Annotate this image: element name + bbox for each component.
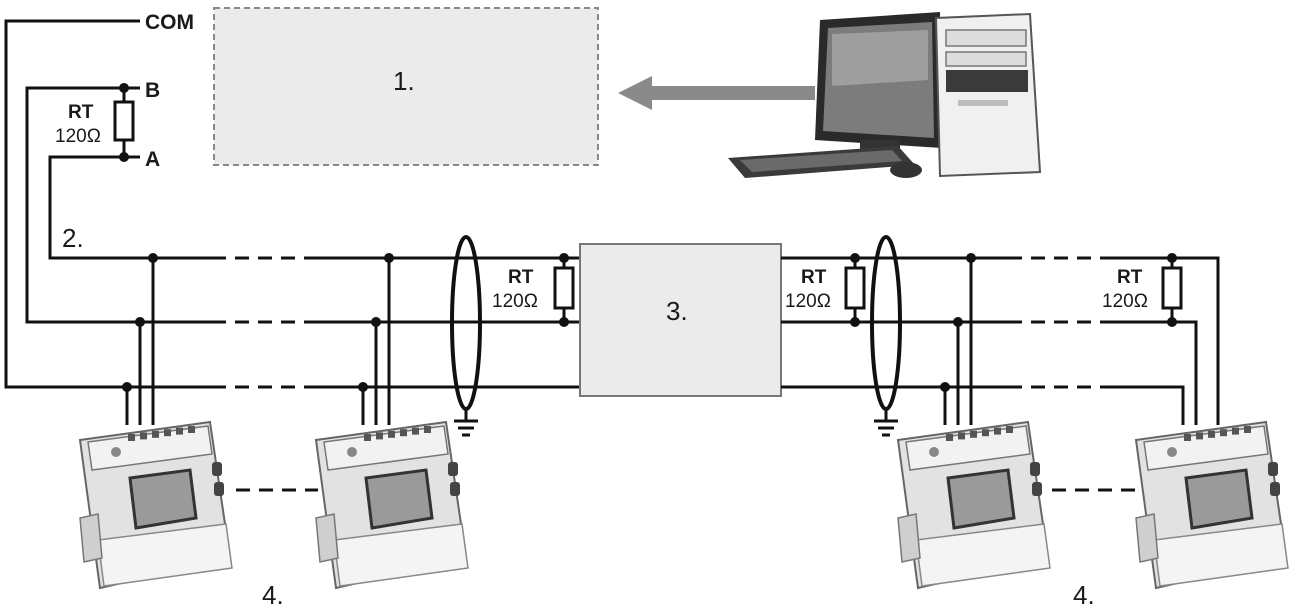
rt-value-1: 120Ω (55, 126, 101, 147)
arrow-to-interface (618, 76, 815, 110)
rt-value-2: 120Ω (492, 291, 538, 312)
rt-label-1: RT (68, 102, 94, 123)
ground-icon (870, 235, 902, 437)
resistor-icon (1161, 266, 1183, 310)
rt-value-4: 120Ω (1102, 291, 1148, 312)
ground-icon (450, 235, 482, 437)
label-2: 2. (62, 223, 84, 253)
rt-label-4: RT (1117, 267, 1143, 288)
label-3: 3. (666, 296, 688, 326)
bus-right (781, 256, 1220, 425)
energy-meter-icon (314, 420, 469, 590)
meters (78, 420, 1289, 590)
label-1: 1. (393, 66, 415, 96)
label-4-right: 4. (1073, 580, 1095, 609)
resistor-icon (844, 266, 866, 310)
terminal-b: B (145, 79, 160, 102)
terminal-a: A (145, 148, 160, 171)
interface-box (213, 7, 599, 166)
repeater-box (579, 243, 782, 397)
rt-label-2: RT (508, 267, 534, 288)
left-meter-taps (125, 258, 391, 425)
resistor-icon (113, 100, 135, 142)
rt-label-3: RT (801, 267, 827, 288)
bus-left-dashed (212, 255, 318, 390)
energy-meter-icon (896, 420, 1051, 590)
rt-value-3: 120Ω (785, 291, 831, 312)
desktop-computer-icon (728, 12, 1042, 178)
bus-right-dashed (1008, 255, 1108, 390)
terminal-com: COM (145, 11, 194, 34)
energy-meter-icon (78, 420, 233, 590)
right-meter-taps (943, 258, 973, 425)
energy-meter-icon (1134, 420, 1289, 590)
resistor-icon (553, 266, 575, 310)
label-4-left: 4. (262, 580, 284, 609)
